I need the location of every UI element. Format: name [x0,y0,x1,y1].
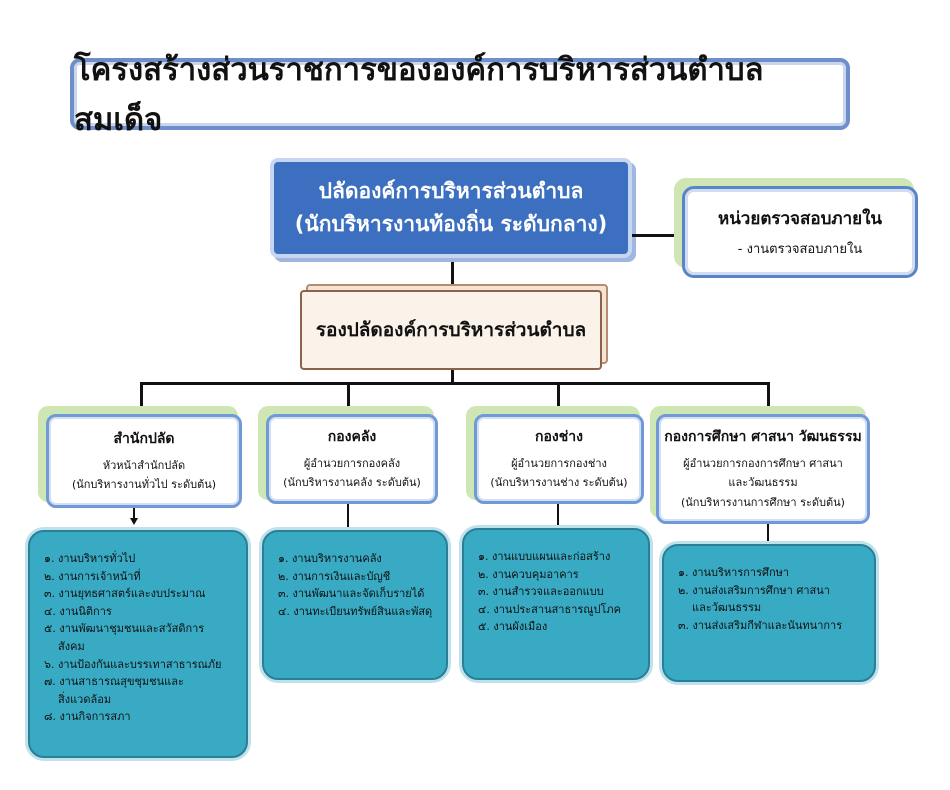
connector-chief-audit [632,234,684,237]
deputy-chief-box: รองปลัดองค์การบริหารส่วนตำบล [300,290,602,370]
department-head: ผู้อำนวยการกองการศึกษา ศาสนา [683,457,843,471]
drop-line-3 [557,382,560,414]
list-item: ๓. งานสำรวจและออกแบบ [478,585,604,599]
connector-dept-2-tasks [347,504,349,532]
department-head-continued: และวัฒนธรรม [728,476,798,490]
department-name: กองคลัง [327,428,377,445]
department-name: กองการศึกษา ศาสนา วัฒนธรรม [664,429,862,446]
title-box: โครงสร้างส่วนราชการขององค์การบริหารส่วนต… [70,52,850,138]
list-item: ๒. งานส่งเสริมการศึกษา ศาสนา [678,583,830,597]
list-item: ๑. งานบริหารทั่วไป [44,552,136,565]
department-name: สำนักปลัด [113,430,175,447]
list-item: ๔. งานทะเบียนทรัพย์สินและพัสดุ [278,604,433,618]
audit-title: หน่วยตรวจสอบภายใน [717,209,883,229]
drop-line-2 [347,382,350,414]
department-level: (นักบริหารงานการศึกษา ระดับต้น) [681,495,845,509]
audit-task: - งานตรวจสอบภายใน [737,242,863,257]
list-item: ๕. งานพัฒนาชุมชนและสวัสดิการ [44,622,205,636]
list-item: ๔. งานนิติการ [44,604,112,618]
connector-dept-3-tasks [557,504,559,530]
department-education: กองการศึกษา ศาสนา วัฒนธรรม ผู้อำนวยการกอ… [656,414,870,524]
department-engineering: กองช่าง ผู้อำนวยการกองช่าง (นักบริหารงาน… [474,414,644,504]
task-list-engineering: ๑. งานแบบแผนและก่อสร้าง ๒. งานควบคุมอาคา… [462,528,650,680]
list-item: ๒. งานการเงินและบัญชี [278,569,391,583]
arrow-down-icon [130,518,138,525]
list-item: ๓. งานพัฒนาและจัดเก็บรายได้ [278,587,425,601]
drop-line-1 [140,382,143,414]
department-finance: กองคลัง ผู้อำนวยการกองคลัง (นักบริหารงาน… [266,414,438,504]
list-item: สังคม [58,639,85,653]
list-item: ๖. งานป้องกันและบรรเทาสาธารณภัย [44,657,222,671]
list-item: ๓. งานยุทธศาสตร์และงบประมาณ [44,587,206,601]
task-list-education: ๑. งานบริหารการศึกษา ๒. งานส่งเสริมการศึ… [662,544,876,682]
list-item: ๕. งานผังเมือง [478,620,548,634]
chief-title: ปลัดองค์การบริหารส่วนตำบล [318,179,584,204]
department-level: (นักบริหารงานคลัง ระดับต้น) [283,476,421,489]
connector-dept-1-tasks [133,508,135,520]
page-title: โครงสร้างส่วนราชการขององค์การบริหารส่วนต… [74,52,764,138]
list-item: ๔. งานประสานสาธารณูปโภค [478,602,621,616]
department-head: ผู้อำนวยการกองช่าง [511,456,607,470]
connector-chief-deputy [451,262,454,286]
chief-administrator-box: ปลัดองค์การบริหารส่วนตำบล (นักบริหารงานท… [270,158,632,258]
list-item: ๘. งานกิจการสภา [44,710,131,724]
horizontal-bus [140,382,770,385]
list-item: สิ่งแวดล้อม [58,692,112,706]
department-head: ผู้อำนวยการกองคลัง [303,456,401,470]
list-item: ๒. งานควบคุมอาคาร [478,567,579,581]
department-name: กองช่าง [535,428,583,445]
connector-dept-4-tasks [767,524,769,546]
list-item: ๒. งานการเจ้าหน้าที่ [44,569,141,583]
chief-level: (นักบริหารงานท้องถิ่น ระดับกลาง) [294,212,608,236]
connector-deputy-bus [451,370,454,384]
internal-audit-box: หน่วยตรวจสอบภายใน - งานตรวจสอบภายใน [682,186,918,278]
department-head: หัวหน้าสำนักปลัด [102,458,186,472]
task-list-finance: ๑. งานบริหารงานคลัง ๒. งานการเงินและบัญช… [262,530,448,680]
drop-line-4 [767,382,770,414]
list-item: ๑. งานบริหารงานคลัง [278,552,382,565]
department-office-of-chief: สำนักปลัด หัวหน้าสำนักปลัด (นักบริหารงาน… [46,414,242,508]
department-level: (นักบริหารงานทั่วไป ระดับต้น) [71,478,217,491]
deputy-title: รองปลัดองค์การบริหารส่วนตำบล [315,319,587,341]
list-item: ๑. งานบริหารการศึกษา [678,566,790,579]
department-level: (นักบริหารงานช่าง ระดับต้น) [490,476,628,489]
task-list-office-of-chief: ๑. งานบริหารทั่วไป ๒. งานการเจ้าหน้าที่ … [28,530,248,758]
list-item: ๑. งานแบบแผนและก่อสร้าง [478,550,611,563]
list-item: ๓. งานส่งเสริมกีฬาและนันทนาการ [678,618,843,632]
list-item: และวัฒนธรรม [692,601,762,615]
list-item: ๗. งานสาธารณสุขชุมชนและ [44,675,184,689]
